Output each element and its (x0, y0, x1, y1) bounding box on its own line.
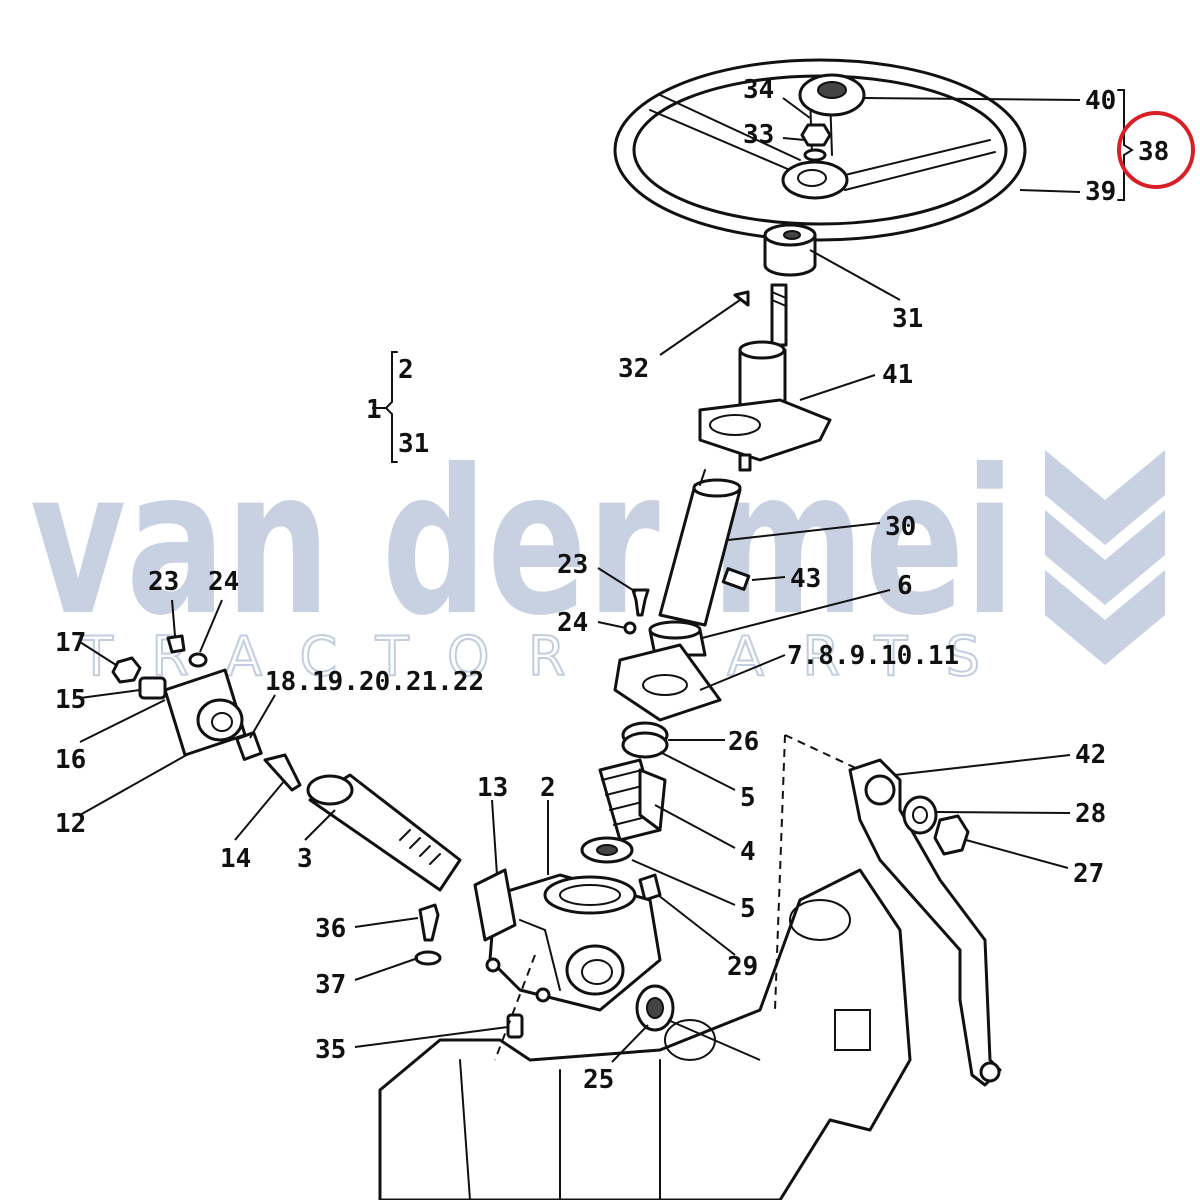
group-label-31: 31 (398, 429, 429, 459)
label-43: 43 (790, 564, 821, 594)
locknut-17 (111, 656, 142, 684)
label-41: 41 (882, 360, 913, 390)
tractor-body (378, 868, 912, 1200)
label-17: 17 (55, 628, 86, 658)
label-27: 27 (1073, 859, 1104, 889)
label-29: 29 (727, 952, 758, 982)
washer-28 (902, 795, 938, 835)
washer-24-left (188, 652, 208, 668)
label-18-22: 18.19.20.21.22 (265, 667, 484, 697)
label-31: 31 (892, 304, 923, 334)
label-4: 4 (740, 837, 756, 867)
leader-lines (79, 97, 1081, 1063)
label-6: 6 (897, 571, 913, 601)
horn-cap (798, 73, 866, 117)
label-33: 33 (743, 120, 774, 150)
steering-wheel (613, 58, 1027, 242)
label-15: 15 (55, 685, 86, 715)
stud-15 (138, 676, 167, 700)
label-32: 32 (618, 354, 649, 384)
label-23-left: 23 (148, 567, 179, 597)
label-13: 13 (477, 773, 508, 803)
label-36: 36 (315, 914, 346, 944)
steering-box-housing (485, 873, 662, 1012)
brace-38 (1117, 89, 1134, 201)
washer-37 (414, 950, 442, 966)
oil-seal-25 (635, 984, 675, 1032)
mounting-plate (613, 643, 722, 722)
woodruff-key (733, 290, 750, 307)
label-42: 42 (1075, 740, 1106, 770)
spring-29 (638, 873, 662, 902)
label-2: 2 (540, 773, 556, 803)
label-24-left: 24 (208, 567, 239, 597)
label-28: 28 (1075, 799, 1106, 829)
steering-shaft (770, 283, 788, 347)
washer-24 (623, 621, 637, 635)
column-housing (698, 340, 832, 472)
bolt-36 (418, 903, 440, 942)
dowel-35 (506, 1013, 524, 1039)
label-16: 16 (55, 745, 86, 775)
label-35: 35 (315, 1035, 346, 1065)
label-39: 39 (1085, 177, 1116, 207)
label-34: 34 (743, 75, 774, 105)
group-label-1: 1 (366, 395, 382, 425)
label-30: 30 (885, 512, 916, 542)
label-3: 3 (297, 844, 313, 874)
retaining-clip (721, 567, 751, 591)
label-5-upper: 5 (740, 783, 756, 813)
bolt-23 (631, 588, 650, 617)
adjusting-screw-14 (263, 753, 302, 792)
bearing-26 (621, 721, 669, 759)
label-5-lower: 5 (740, 894, 756, 924)
column-tube (658, 469, 742, 627)
label-14: 14 (220, 844, 251, 874)
gasket-13 (473, 868, 517, 942)
watermark: van der mei TRACTOR PARTS (30, 427, 1165, 689)
bearing-5-lower (580, 836, 634, 864)
upper-bushing (763, 223, 817, 277)
sector-shaft (306, 773, 462, 892)
highlight-38: 38 (1117, 111, 1195, 189)
worm-gear (598, 758, 667, 842)
label-24: 24 (557, 608, 588, 638)
watermark-brand: van der mei (30, 427, 1015, 660)
wheel-nut (800, 123, 832, 162)
group-label-2: 2 (398, 355, 414, 385)
label-23: 23 (557, 550, 588, 580)
bolt-23-left (166, 634, 186, 654)
highlight-circle (1117, 111, 1195, 189)
nut-27 (933, 814, 970, 856)
part-labels: 40 34 33 39 31 32 41 30 23 43 6 24 7.8.9… (55, 75, 1116, 1095)
brand-chevron-icon (1045, 450, 1165, 665)
label-25: 25 (583, 1065, 614, 1095)
side-cover-12 (163, 668, 247, 757)
label-26: 26 (728, 727, 759, 757)
drop-arm-42 (848, 758, 1002, 1087)
label-40: 40 (1085, 86, 1116, 116)
label-38: 38 (1138, 137, 1169, 167)
label-7-11: 7.8.9.10.11 (787, 641, 959, 671)
label-37: 37 (315, 970, 346, 1000)
label-12: 12 (55, 809, 86, 839)
